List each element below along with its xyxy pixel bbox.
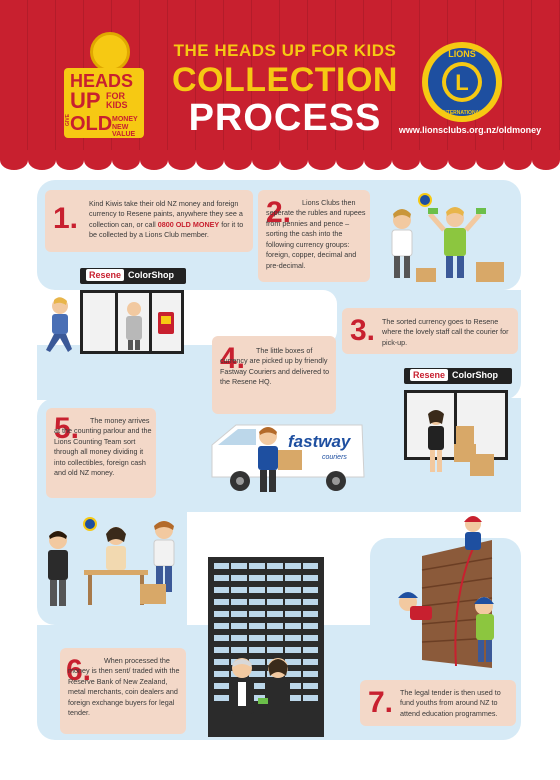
- step-4-text: The little boxes of currency are picked …: [220, 346, 330, 387]
- logo-up: UP: [70, 88, 101, 113]
- courier-driver-icon: [258, 427, 302, 492]
- person-running-icon: [46, 297, 72, 352]
- svg-text:fastway: fastway: [288, 432, 352, 451]
- logo-heads: HEADS: [70, 71, 134, 91]
- title-line-1: THE HEADS UP FOR KIDS: [173, 41, 397, 60]
- curtain-scallop: [0, 150, 560, 174]
- svg-text:L: L: [455, 70, 468, 95]
- step-6-number: 6.: [66, 654, 92, 687]
- step-6-text: When processed the money is then sent/ t…: [68, 656, 180, 718]
- lions-international-logo-icon: L LIONS INTERNATIONAL: [422, 42, 502, 122]
- climber-top-icon: [464, 516, 482, 550]
- website-url: www.lionsclubs.org.nz/oldmoney: [398, 125, 542, 135]
- title-line-3: PROCESS: [188, 97, 382, 139]
- step-2-text: Lions Clubs then seperate the rubles and…: [266, 198, 366, 270]
- step-1-number: 1.: [53, 202, 79, 235]
- shop-2-divider: [454, 390, 457, 460]
- step-3-box: 3. The sorted currency goes to Resene wh…: [342, 308, 518, 354]
- svg-text:INTERNATIONAL: INTERNATIONAL: [442, 110, 482, 116]
- step-1-box: 1. Kind Kiwis take their old NZ money an…: [45, 190, 253, 252]
- step-1-text: Kind Kiwis take their old NZ money and f…: [89, 199, 244, 240]
- collection-can-icon: [158, 312, 174, 334]
- step-7-number: 7.: [368, 686, 394, 719]
- shop-staff-icon: [126, 302, 142, 350]
- svg-text:couriers: couriers: [322, 454, 347, 461]
- coin-mascot-icon: [90, 32, 130, 72]
- step-5-box: 5. The money arrives at the counting par…: [46, 408, 156, 498]
- step-5-text: The money arrives at the counting parlou…: [54, 416, 152, 478]
- shop-1-divider: [149, 290, 152, 354]
- climbing-wall-icon: [398, 540, 494, 668]
- step-5-number: 5.: [54, 412, 80, 445]
- logo-old: OLD: [70, 113, 113, 135]
- shop-assistant-icon: [428, 410, 494, 476]
- lions-volunteers-icon: [391, 193, 504, 282]
- counting-team-icon: [48, 517, 175, 606]
- shop-1-divider: [115, 290, 118, 354]
- step-2-number: 2.: [266, 196, 292, 229]
- bankers-icon: [230, 658, 290, 714]
- step-2-box: 2. Lions Clubs then seperate the rubles …: [258, 190, 370, 282]
- step-7-text: The legal tender is then used to fund yo…: [400, 688, 501, 718]
- step-6-box: 6. When processed the money is then sent…: [60, 648, 186, 734]
- step-4-box: 4. The little boxes of currency are pick…: [212, 336, 336, 414]
- page-title: THE HEADS UP FOR KIDS COLLECTION PROCESS: [165, 42, 405, 137]
- svg-text:LIONS: LIONS: [448, 49, 476, 59]
- logo-for-kids: FOR KIDS: [106, 91, 128, 110]
- step-3-text: The sorted currency goes to Resene where…: [382, 317, 509, 347]
- step-3-number: 3.: [350, 314, 376, 347]
- step-7-box: 7. The legal tender is then used to fund…: [360, 680, 516, 726]
- title-line-2: COLLECTION: [172, 61, 398, 99]
- step-4-number: 4.: [220, 342, 246, 375]
